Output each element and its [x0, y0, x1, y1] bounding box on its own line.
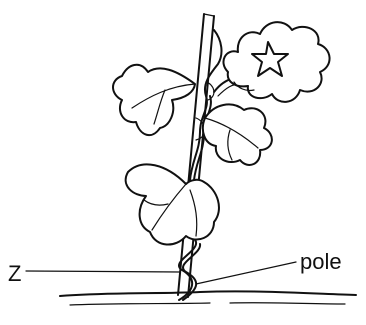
leaf-lower — [126, 164, 219, 244]
ground — [60, 291, 356, 305]
label-pole-text: pole — [300, 249, 342, 274]
flower — [223, 22, 329, 102]
leaf-upper-left — [113, 65, 195, 135]
leaf-middle-right — [203, 104, 272, 165]
label-z: Z — [8, 261, 180, 286]
label-z-text: Z — [8, 261, 21, 286]
label-pole: pole — [196, 249, 342, 284]
